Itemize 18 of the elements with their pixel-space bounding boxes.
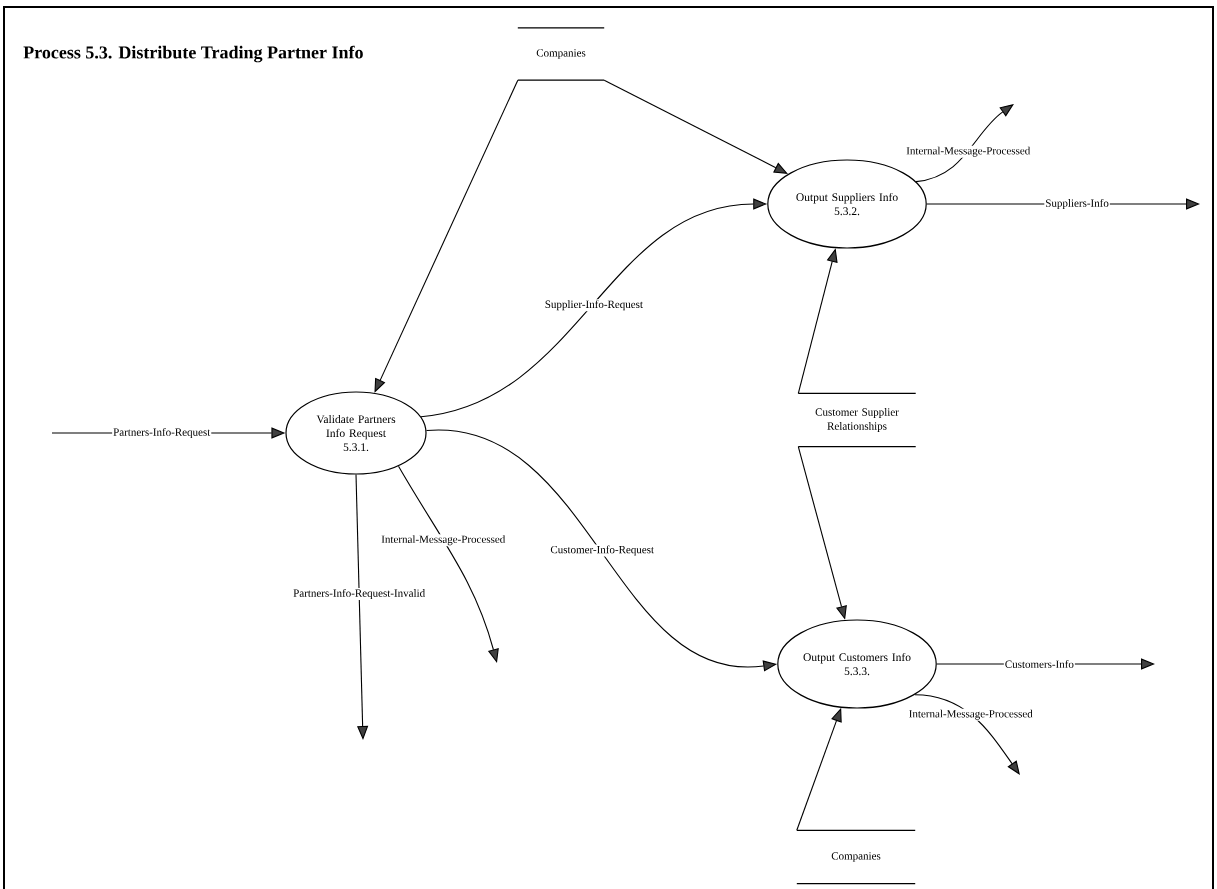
arrow <box>355 474 369 740</box>
edge-label: Suppliers-Info <box>1044 197 1110 211</box>
edge-label: Partners-Info-Request-Invalid <box>292 588 427 601</box>
title: Process 5.3. Distribute Trading Partner Info <box>23 45 363 63</box>
data-store: Companies <box>517 27 605 81</box>
edge-label: Internal-Message-Processed <box>380 534 507 547</box>
edge-label: Supplier-Info-Request <box>543 299 644 312</box>
data-store: Customer Supplier Relationships <box>797 392 917 448</box>
arrow <box>397 465 499 663</box>
edge-label: Customer-Info-Request <box>549 544 656 557</box>
data-store: Companies <box>796 829 916 885</box>
edge-label: Internal-Message-Processed <box>905 145 1032 158</box>
arrow <box>374 79 519 393</box>
edge-label: Partners-Info-Request <box>112 426 212 440</box>
arrow <box>915 104 1014 183</box>
arrow <box>914 694 1020 775</box>
edge-label: Internal-Message-Processed <box>907 708 1034 721</box>
edge-label: Customers-Info <box>1003 659 1075 669</box>
